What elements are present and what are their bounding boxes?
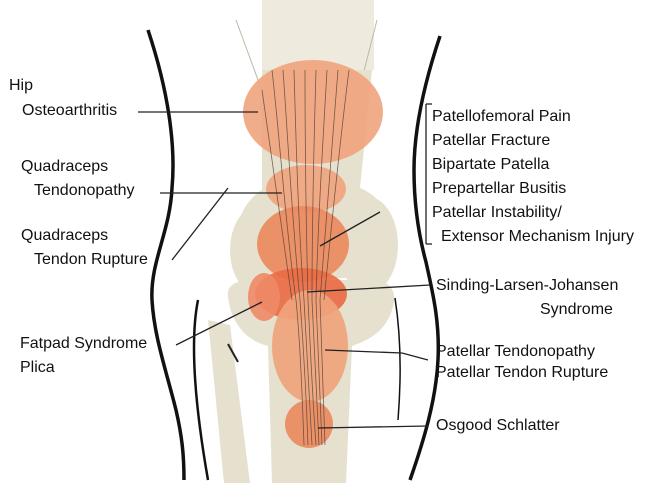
label-quad-rupture-line2: Tendon Rupture: [34, 250, 148, 270]
label-sinding-line2: Syndrome: [540, 300, 613, 320]
label-fatpad-line2: Plica: [20, 358, 55, 378]
label-quad-tendinopathy-line1: Quadraceps: [21, 157, 108, 177]
label-hip-line1: Hip: [9, 76, 33, 96]
leg-outline-left: [148, 30, 184, 480]
label-osgood-schlatter: Osgood Schlatter: [436, 416, 560, 436]
osgood-zone: [285, 400, 333, 448]
knee-inner-outline: [395, 298, 400, 420]
label-patellar-tendonopathy: Patellar Tendonopathy: [436, 342, 595, 362]
label-patellar-instability: Patellar Instability/: [432, 203, 562, 223]
fatpad-zone: [248, 273, 280, 321]
femur-shaft: [262, 0, 374, 70]
label-quad-tendinopathy-line2: Tendonopathy: [34, 181, 135, 201]
label-prepartellar-busitis: Prepartellar Busitis: [432, 179, 566, 199]
leg-outline-right: [410, 36, 440, 480]
label-quad-rupture-line1: Quadraceps: [21, 226, 108, 246]
label-patellar-fracture: Patellar Fracture: [432, 131, 550, 151]
label-patellar-tendon-rupture: Patellar Tendon Rupture: [436, 363, 608, 383]
label-sinding-line1: Sinding-Larsen-Johansen: [436, 276, 618, 296]
calf-outline: [194, 300, 208, 480]
hip-zone: [243, 60, 383, 164]
label-extensor-mechanism-injury: Extensor Mechanism Injury: [441, 227, 634, 247]
label-fatpad-line1: Fatpad Syndrome: [20, 334, 147, 354]
label-patellofemoral-pain: Patellofemoral Pain: [432, 107, 571, 127]
label-bipartate-patella: Bipartate Patella: [432, 155, 549, 175]
label-hip-line2: Osteoarthritis: [22, 101, 117, 121]
